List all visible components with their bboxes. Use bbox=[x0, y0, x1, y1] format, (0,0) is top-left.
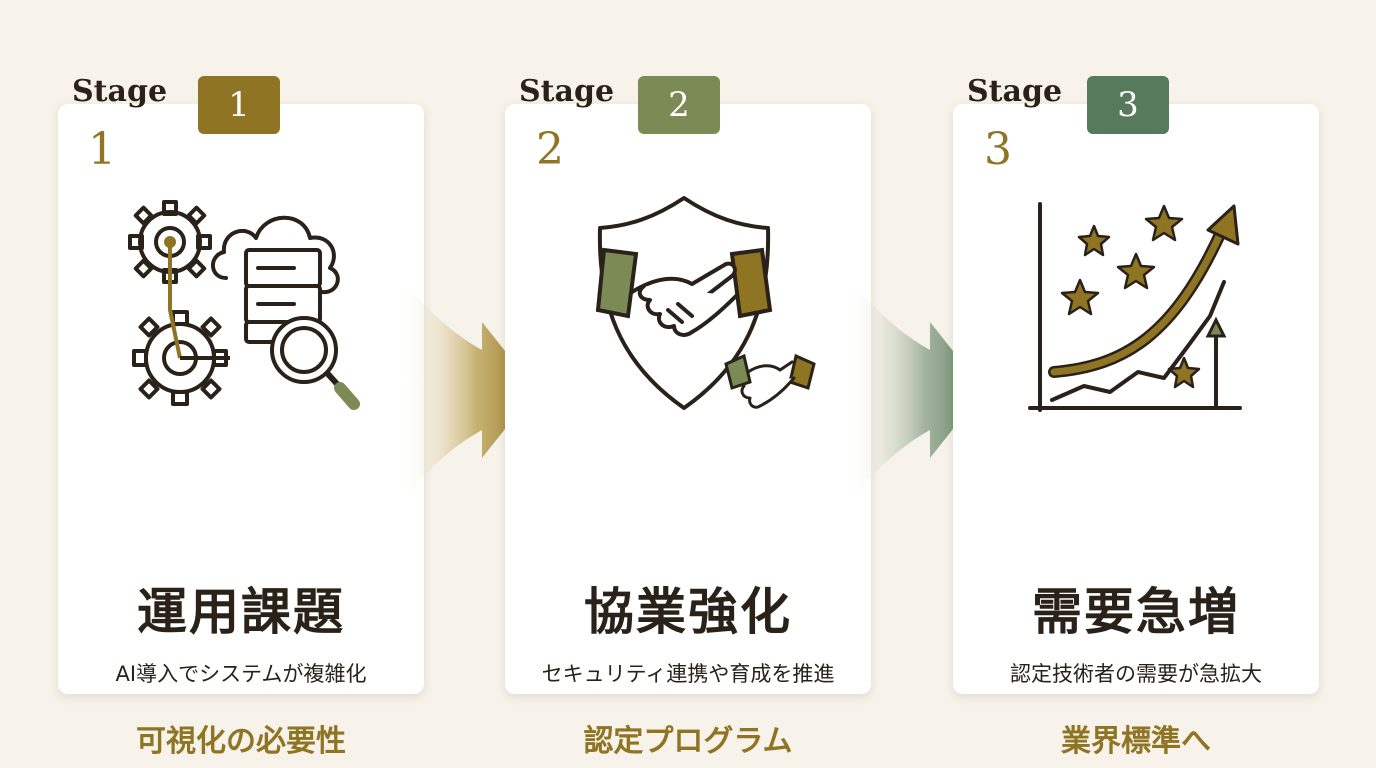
stage-2-card: 協業強化 セキュリティ連携や育成を推進 認定プログラム bbox=[505, 104, 871, 759]
growth-chart-stars-icon bbox=[1028, 202, 1242, 412]
stage-3-highlight: 業界標準へ bbox=[1061, 724, 1211, 759]
gears-cloud-server-magnifier-icon bbox=[128, 200, 360, 410]
stage-1-badge: 1 bbox=[198, 76, 280, 134]
stage-2-badge: 2 bbox=[638, 76, 720, 134]
stage-1-card: 運用課題 AI導入でシステムが複雑化 可視化の必要性 bbox=[58, 104, 424, 759]
stage-3-badge: 3 bbox=[1087, 76, 1169, 134]
stage-1-number: 1 bbox=[88, 124, 116, 175]
stage-1-title: 運用課題 bbox=[137, 582, 345, 641]
stage-1-description: AI導入でシステムが複雑化 bbox=[115, 662, 367, 686]
stage-2-number: 2 bbox=[536, 124, 564, 175]
stage-3-label: Stage bbox=[967, 74, 1063, 109]
green-arrow-icon bbox=[852, 280, 984, 500]
stage-2-highlight: 認定プログラム bbox=[583, 724, 793, 759]
stage-2-label: Stage bbox=[519, 74, 615, 109]
gold-arrow-icon bbox=[404, 280, 536, 500]
stage-3-title: 需要急増 bbox=[1032, 582, 1240, 641]
stage-1-highlight: 可視化の必要性 bbox=[136, 724, 346, 759]
stage-2-description: セキュリティ連携や育成を推進 bbox=[541, 662, 835, 686]
shield-handshake-icon bbox=[595, 196, 816, 410]
stage-3-card: 需要急増 認定技術者の需要が急拡大 業界標準へ bbox=[953, 104, 1319, 759]
stage-2-title: 協業強化 bbox=[584, 582, 792, 641]
stage-3-number: 3 bbox=[984, 124, 1012, 175]
stage-1-label: Stage bbox=[72, 74, 168, 109]
stage-3-description: 認定技術者の需要が急拡大 bbox=[1010, 662, 1262, 686]
